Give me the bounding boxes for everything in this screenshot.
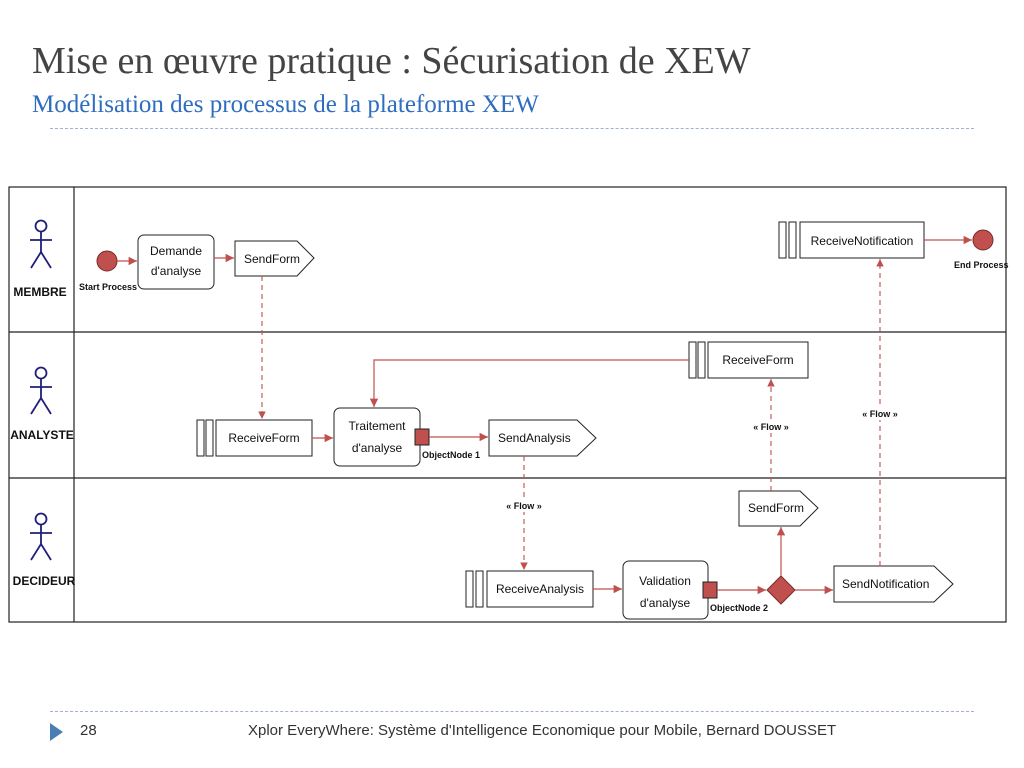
object-node-1: [414, 428, 430, 446]
decision-node: [766, 575, 796, 605]
action-label: d'analyse: [640, 596, 691, 610]
send-signal-label: SendNotification: [842, 577, 929, 591]
flow-label: « Flow »: [753, 422, 789, 432]
receive-signal-label: ReceiveForm: [228, 431, 299, 445]
start-node: [96, 250, 118, 272]
slide-subtitle: Modélisation des processus de la platefo…: [32, 91, 539, 118]
actor-icon: [30, 219, 52, 269]
receive-signal-receiveanalysis: [486, 570, 594, 608]
object-node-label: ObjectNode 2: [710, 603, 768, 613]
send-signal-sendform: [234, 240, 315, 277]
start-node-label: Start Process: [79, 282, 137, 292]
receive-signal-marker: [688, 341, 706, 379]
flow-label: « Flow »: [506, 501, 542, 511]
end-node: [972, 229, 994, 251]
action-traitement-analyse: [333, 407, 421, 467]
flow-label: « Flow »: [862, 409, 898, 419]
action-label: d'analyse: [151, 264, 202, 278]
receive-signal-receivenotification: [799, 221, 925, 259]
receive-signal-marker: [196, 419, 214, 457]
action-validation-analyse: [622, 560, 709, 620]
receive-signal-receiveform-2: [707, 341, 809, 379]
end-node-label: End Process: [954, 260, 1009, 270]
send-signal-label: SendAnalysis: [498, 431, 571, 445]
lane-label-analyste: ANALYSTE: [10, 428, 74, 442]
lane-label-membre: MEMBRE: [13, 285, 66, 299]
actor-icon: [30, 512, 52, 561]
footer-separator: [50, 711, 974, 712]
receive-signal-marker: [778, 221, 797, 259]
header-separator: [50, 128, 974, 129]
receive-signal-label: ReceiveAnalysis: [496, 582, 584, 596]
action-label: Validation: [639, 574, 691, 588]
actor-icon: [30, 366, 52, 415]
send-signal-label: SendForm: [748, 501, 804, 515]
action-label: Traitement: [349, 419, 407, 433]
send-signal-label: SendForm: [244, 252, 300, 266]
play-arrow-icon: [50, 723, 63, 741]
receive-signal-label: ReceiveForm: [722, 353, 793, 367]
send-signal-sendanalysis: [488, 419, 597, 457]
object-node-2: [702, 581, 718, 599]
receive-signal-marker: [465, 570, 484, 608]
action-demande-analyse: [137, 234, 215, 290]
page-number: 28: [80, 722, 97, 739]
swimlane-frame: [8, 186, 1007, 623]
object-node-label: ObjectNode 1: [422, 450, 480, 460]
lane-label-decideur: DECIDEUR: [13, 574, 76, 588]
slide-title: Mise en œuvre pratique : Sécurisation de…: [32, 40, 751, 82]
flow-edges: [117, 235, 972, 595]
receive-signal-label: ReceiveNotification: [811, 234, 914, 248]
flow-label-background: [500, 498, 548, 512]
send-signal-sendform-2: [738, 490, 819, 527]
action-label: Demande: [150, 244, 202, 258]
flow-label-background: [747, 419, 795, 433]
footer-text: Xplor EveryWhere: Système d'Intelligence…: [248, 722, 837, 739]
flow-label-background: [856, 406, 904, 420]
action-label: d'analyse: [352, 441, 403, 455]
send-signal-sendnotification: [833, 565, 954, 603]
